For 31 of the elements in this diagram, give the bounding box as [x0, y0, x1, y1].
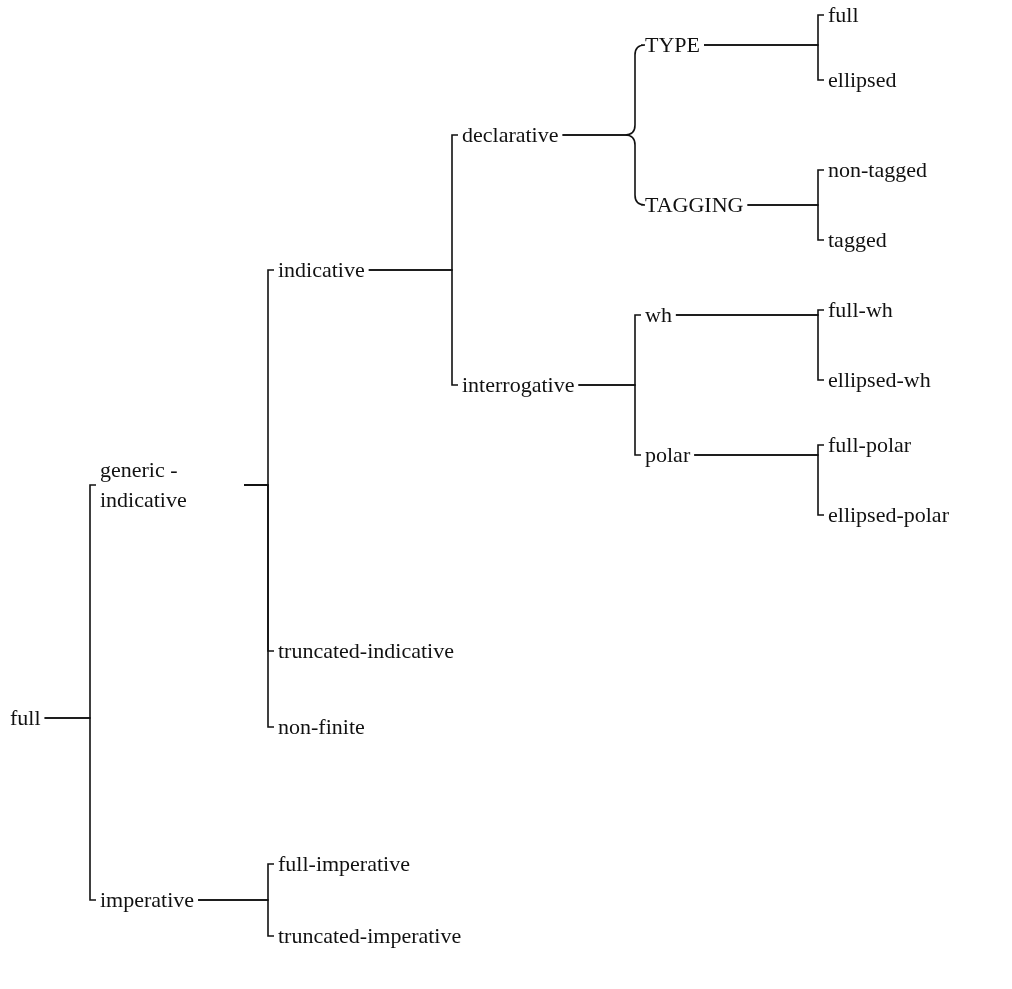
bracket-connector [577, 384, 642, 456]
term-label: ellipsed-polar [824, 500, 953, 530]
term-label: truncated-imperative [274, 921, 466, 951]
term-label: polar [641, 440, 695, 470]
bracket-connector [243, 484, 275, 728]
term-label: truncated-indicative [274, 636, 458, 666]
term-label: full [6, 703, 45, 733]
term-label: non-finite [274, 712, 369, 742]
term-label: full-imperative [274, 849, 414, 879]
term-label: full [824, 0, 863, 30]
bracket-connector [197, 899, 275, 937]
term-label: full-wh [824, 295, 897, 325]
term-label: tagged [824, 225, 891, 255]
term-label: wh [641, 300, 676, 330]
term-label: declarative [458, 120, 563, 150]
term-label: indicative [274, 255, 369, 285]
term-label: interrogative [458, 370, 579, 400]
bracket-connector [746, 204, 825, 241]
term-label: non-tagged [824, 155, 931, 185]
term-label: ellipsed [824, 65, 901, 95]
term-label: TAGGING [641, 190, 748, 220]
bracket-connector [367, 269, 459, 386]
term-label: ellipsed-wh [824, 365, 935, 395]
term-label: full-polar [824, 430, 916, 460]
bracket-connector [43, 717, 97, 901]
term-label: imperative [96, 885, 199, 915]
bracket-connector [675, 314, 825, 381]
bracket-connector [693, 454, 825, 516]
term-label: TYPE [641, 30, 704, 60]
term-label: generic -indicative [96, 455, 244, 515]
bracket-connector [703, 44, 825, 81]
